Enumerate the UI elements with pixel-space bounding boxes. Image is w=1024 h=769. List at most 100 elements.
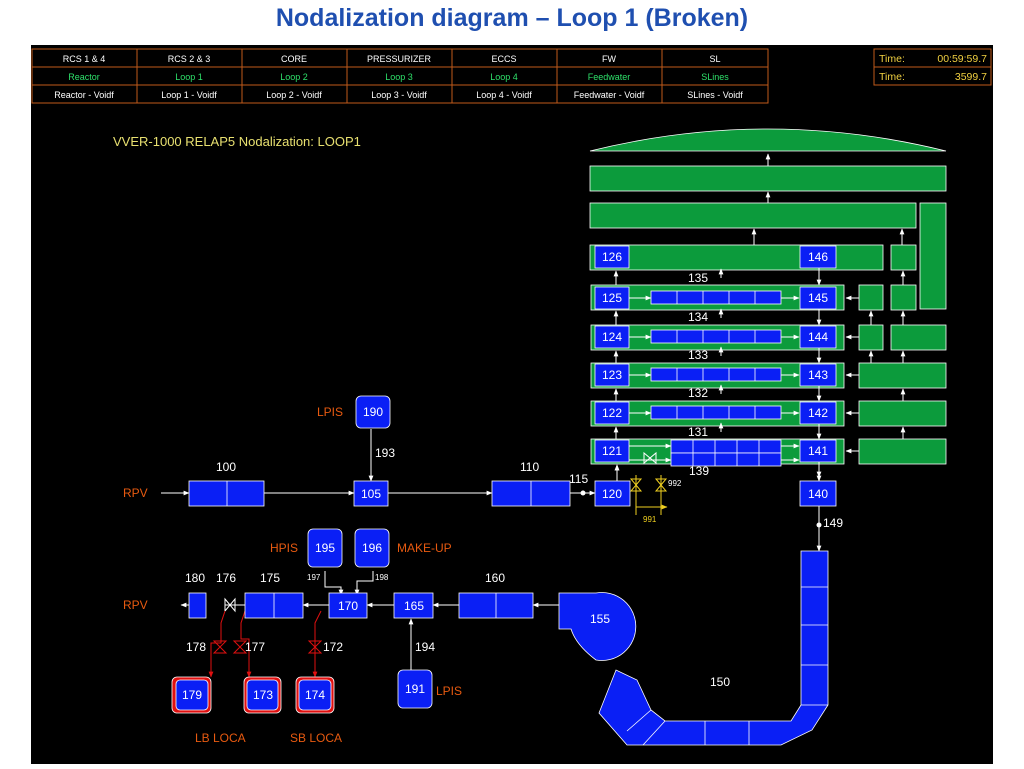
node-180[interactable] (188, 592, 207, 619)
label-191: 191 (405, 682, 425, 696)
label-140: 140 (808, 487, 828, 501)
node-125[interactable] (594, 286, 630, 310)
node-126[interactable] (594, 245, 630, 269)
node-144[interactable] (799, 325, 837, 349)
menu-eccs[interactable]: ECCS (491, 54, 516, 64)
label-141: 141 (808, 444, 828, 458)
menu-rcs-1-4[interactable]: RCS 1 & 4 (63, 54, 106, 64)
loca-valves[interactable] (212, 640, 323, 654)
node-150-loop-seal[interactable] (598, 550, 829, 746)
label-120: 120 (602, 487, 622, 501)
menu-fw[interactable]: FW (602, 54, 616, 64)
node-196[interactable] (354, 528, 390, 568)
node-191[interactable] (397, 669, 433, 709)
menu-reactor[interactable]: Reactor (68, 72, 100, 82)
valve-176[interactable] (224, 597, 245, 613)
label-197: 197 (307, 573, 321, 582)
break-valves[interactable] (629, 475, 668, 515)
label-194: 194 (415, 640, 435, 654)
sg-side-f (858, 362, 947, 389)
sg-side-a (890, 244, 917, 271)
label-146: 146 (808, 250, 828, 264)
sg-side-g (858, 400, 947, 427)
time-seconds: 3599.7 (955, 71, 987, 83)
menu-loop-1-voidf[interactable]: Loop 1 - Voidf (161, 90, 217, 100)
label-193: 193 (375, 446, 395, 460)
nodalization-diagram: RCS 1 & 4 RCS 2 & 3 CORE PRESSURIZER ECC… (31, 48, 992, 746)
label-175: 175 (260, 571, 280, 585)
node-121[interactable] (594, 439, 630, 463)
menu-rcs-2-3[interactable]: RCS 2 & 3 (168, 54, 211, 64)
label-115: 115 (569, 472, 588, 486)
label-rpv-outlet: RPV (123, 598, 148, 612)
menu-loop-2[interactable]: Loop 2 (280, 72, 308, 82)
node-140[interactable] (799, 480, 837, 507)
menu-feedwater[interactable]: Feedwater (588, 72, 631, 82)
label-177: 177 (245, 640, 265, 654)
menu-sl[interactable]: SL (709, 54, 720, 64)
sg-side-e (890, 324, 947, 351)
tube-135 (650, 290, 782, 305)
node-124[interactable] (594, 325, 630, 349)
node-100[interactable] (188, 480, 265, 507)
sg-side-d (858, 324, 884, 351)
label-lb-loca: LB LOCA (195, 731, 246, 745)
valve-172[interactable] (307, 640, 323, 654)
tube-134 (650, 329, 782, 344)
node-165[interactable] (393, 592, 434, 619)
valve-139[interactable] (643, 451, 657, 465)
node-155-pump[interactable] (558, 592, 637, 661)
label-142: 142 (808, 406, 828, 420)
menu-loop-1[interactable]: Loop 1 (175, 72, 203, 82)
node-179-inner (175, 679, 209, 711)
node-122[interactable] (594, 401, 630, 425)
label-196: 196 (362, 541, 382, 555)
node-123[interactable] (594, 363, 630, 387)
time-label-1: Time: (879, 53, 905, 65)
label-173: 173 (253, 688, 273, 702)
label-178: 178 (186, 640, 206, 654)
tube-133 (650, 367, 782, 382)
menu-loop-4[interactable]: Loop 4 (490, 72, 518, 82)
menu-loop-3-voidf[interactable]: Loop 3 - Voidf (371, 90, 427, 100)
label-144: 144 (808, 330, 828, 344)
sg-steam-dome-1 (589, 165, 947, 192)
label-125: 125 (602, 291, 622, 305)
nodes (188, 245, 837, 746)
label-133: 133 (688, 348, 708, 362)
sg-side-h (858, 438, 947, 465)
page-title: Nodalization diagram – Loop 1 (Broken) (275, 4, 749, 32)
node-120[interactable] (594, 480, 631, 507)
node-143[interactable] (799, 363, 837, 387)
node-145[interactable] (799, 286, 837, 310)
sg-level-6 (589, 244, 884, 271)
menu-feedwater-voidf[interactable]: Feedwater - Voidf (574, 90, 645, 100)
valve-178[interactable] (212, 640, 228, 654)
menu-loop-3[interactable]: Loop 3 (385, 72, 413, 82)
menu-loop-4-voidf[interactable]: Loop 4 - Voidf (476, 90, 532, 100)
menu-slines-voidf[interactable]: SLines - Voidf (687, 90, 743, 100)
label-100: 100 (216, 460, 236, 474)
node-105[interactable] (353, 480, 389, 507)
menu-slines[interactable]: SLines (701, 72, 729, 82)
loca-lines (208, 610, 322, 678)
label-139: 139 (689, 464, 709, 478)
node-142[interactable] (799, 401, 837, 425)
node-195[interactable] (307, 528, 343, 568)
label-rpv-inlet: RPV (123, 486, 148, 500)
node-190[interactable] (355, 395, 391, 429)
label-126: 126 (602, 250, 622, 264)
label-195: 195 (315, 541, 335, 555)
node-170[interactable] (328, 592, 368, 619)
time-label-2: Time: (879, 71, 905, 83)
menu-reactor-voidf[interactable]: Reactor - Voidf (54, 90, 114, 100)
tube-dividers (676, 291, 760, 466)
label-122: 122 (602, 406, 622, 420)
menu-core[interactable]: CORE (281, 54, 307, 64)
node-146[interactable] (799, 245, 837, 269)
valve-177[interactable] (232, 640, 248, 654)
menu-pressurizer[interactable]: PRESSURIZER (367, 54, 432, 64)
node-141[interactable] (799, 439, 837, 463)
label-132: 132 (688, 386, 708, 400)
menu-loop-2-voidf[interactable]: Loop 2 - Voidf (266, 90, 322, 100)
